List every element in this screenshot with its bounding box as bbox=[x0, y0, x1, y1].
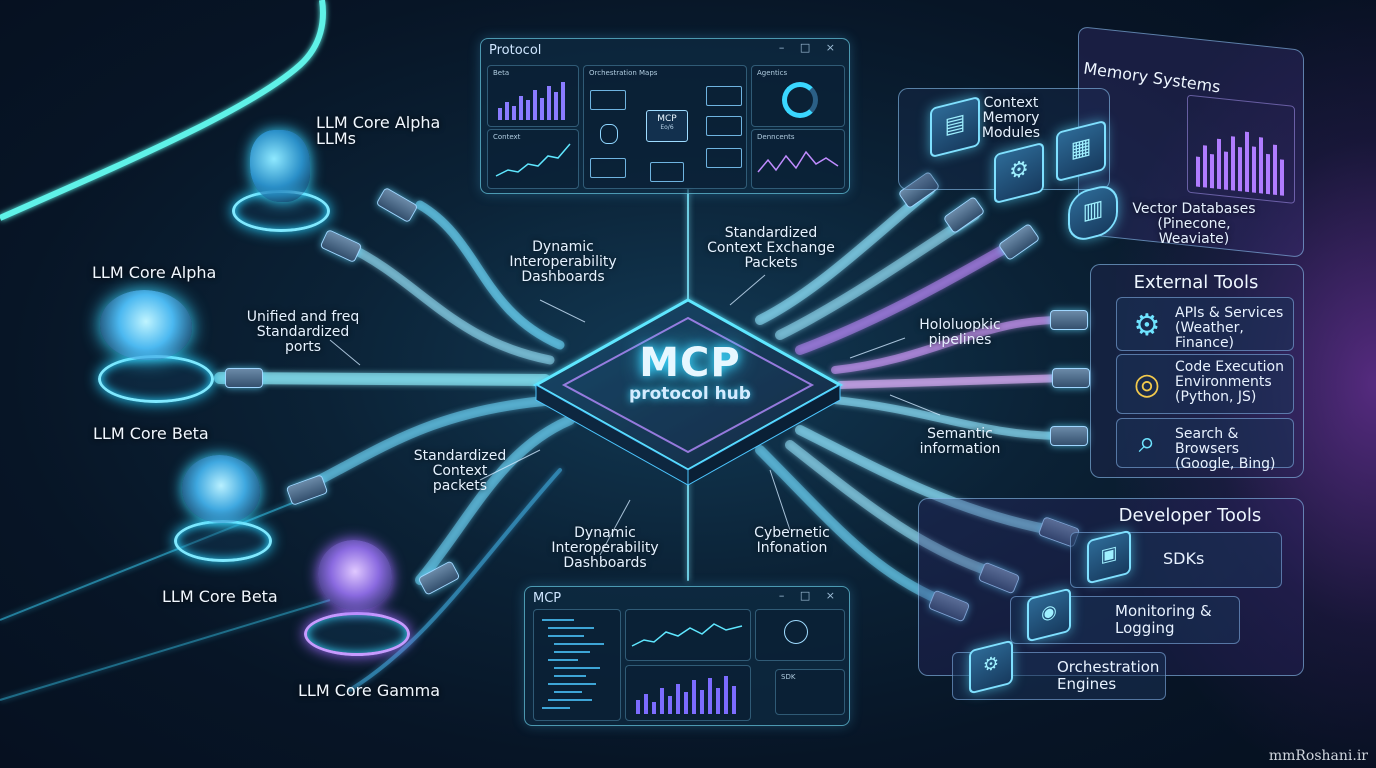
map-node bbox=[706, 116, 742, 136]
map-node bbox=[590, 90, 626, 110]
database-icon bbox=[600, 124, 618, 144]
llm-node-label: LLM Core Beta bbox=[93, 424, 209, 443]
brain-icon bbox=[182, 455, 260, 523]
label-holo-pipelines: Hololuopkic pipelines bbox=[919, 317, 1001, 348]
wave-sparkline bbox=[757, 150, 839, 173]
tool-search-browsers[interactable]: ⌕ Search & Browsers (Google, Bing) bbox=[1116, 418, 1294, 472]
window-controls[interactable]: – □ × bbox=[778, 589, 841, 602]
pedestal bbox=[304, 612, 410, 656]
tool-orchestration-engines[interactable]: ⚙ Orchestration Engines bbox=[952, 639, 1166, 700]
map-node bbox=[590, 158, 626, 178]
map-node bbox=[706, 148, 742, 168]
context-chart: Context bbox=[487, 129, 579, 189]
tool-label: Code Execution Environments (Python, JS) bbox=[1175, 359, 1284, 405]
label-dynamic-dashboards-bottom: Dynamic Interoperability Dashboards bbox=[551, 525, 659, 571]
tool-sdks[interactable]: ▣ SDKs bbox=[1070, 529, 1282, 588]
dashboards-panel: Denncents bbox=[751, 129, 845, 189]
panel-title: Protocol bbox=[489, 43, 542, 58]
brain-icon bbox=[318, 540, 392, 610]
connector-plug bbox=[1052, 368, 1090, 388]
label-context-memory: Context Memory Modules bbox=[981, 95, 1041, 141]
bar-sparkline bbox=[1196, 131, 1284, 196]
label-context-exchange: Standardized Context Exchange Packets bbox=[707, 225, 835, 271]
mcp-node-title: MCP bbox=[657, 114, 677, 124]
brain-icon bbox=[100, 290, 192, 360]
panel-title: MCP bbox=[533, 591, 562, 606]
gear-icon: ⚙ bbox=[969, 639, 1013, 695]
code-editor bbox=[533, 609, 621, 721]
beta-chart: Beta bbox=[487, 65, 579, 127]
subpanel-label: Agentics bbox=[757, 69, 788, 77]
label-dynamic-dashboards-top: Dynamic Interoperability Dashboards bbox=[509, 239, 617, 285]
bar-sparkline bbox=[498, 82, 565, 120]
tool-apis-services[interactable]: ⚙ APIs & Services (Weather, Finance) bbox=[1116, 297, 1294, 351]
orchestration-map: Orchestration Maps MCP Eo/6 bbox=[583, 65, 747, 189]
donut-chart bbox=[782, 82, 818, 118]
developer-tools-title: Developer Tools bbox=[1118, 505, 1262, 526]
python-icon: ◎ bbox=[1133, 367, 1161, 402]
code-lines bbox=[542, 619, 604, 709]
connector-plug bbox=[1050, 426, 1088, 446]
label-semantic-info: Semantic information bbox=[919, 426, 1001, 457]
window-controls[interactable]: – □ × bbox=[778, 41, 841, 54]
analytics-panel: Agentics bbox=[751, 65, 845, 127]
flow-panel bbox=[755, 609, 845, 661]
tool-label: Orchestration Engines bbox=[1057, 658, 1160, 693]
subpanel-label: Orchestration Maps bbox=[589, 69, 658, 77]
bar-sparkline bbox=[636, 676, 736, 714]
chip-icon bbox=[784, 620, 808, 644]
mcp-code-panel: MCP – □ × bbox=[524, 586, 850, 726]
tool-label: Monitoring & Logging bbox=[1115, 602, 1212, 637]
bar-chart-panel bbox=[625, 665, 751, 721]
pedestal bbox=[174, 520, 272, 562]
mcp-hub: MCP protocol hub bbox=[540, 300, 840, 468]
tool-monitoring-logging[interactable]: ◉ Monitoring & Logging bbox=[1010, 587, 1240, 644]
pedestal bbox=[98, 355, 214, 403]
memory-systems-panel bbox=[1078, 26, 1304, 258]
tool-label: APIs & Services (Weather, Finance) bbox=[1175, 305, 1284, 351]
subpanel-label: Denncents bbox=[757, 133, 795, 141]
subpanel-label: Context bbox=[493, 133, 521, 141]
protocol-panel: Protocol – □ × Beta Context Orchestratio… bbox=[480, 38, 850, 194]
tool-code-execution[interactable]: ◎ Code Execution Environments (Python, J… bbox=[1116, 354, 1294, 414]
gear-icon: ⚙ bbox=[1133, 308, 1161, 343]
tool-label: Search & Browsers (Google, Bing) bbox=[1175, 426, 1276, 472]
external-tools-title: External Tools bbox=[1133, 272, 1259, 293]
llm-node-label: LLM Core Gamma bbox=[298, 681, 441, 700]
llm-node-label: LLM Core Beta bbox=[162, 587, 278, 606]
line-sparkline bbox=[631, 623, 743, 647]
hub-title: MCP bbox=[639, 340, 741, 386]
head-icon bbox=[250, 130, 310, 202]
memory-chart bbox=[1187, 94, 1295, 204]
label-unified-ports: Unified and freq Standardized ports bbox=[246, 309, 360, 355]
map-node bbox=[650, 162, 684, 182]
sdk-panel: SDK bbox=[775, 669, 845, 715]
chip-icon: ▣ bbox=[1087, 529, 1131, 585]
label-context-packets: Standardized Context packets bbox=[413, 448, 507, 494]
hub-chip bbox=[532, 298, 844, 486]
mcp-node-subtitle: Eo/6 bbox=[660, 124, 674, 131]
mcp-node: MCP Eo/6 bbox=[646, 110, 688, 142]
subpanel-label: Beta bbox=[493, 69, 510, 77]
tool-label: SDKs bbox=[1163, 549, 1205, 568]
label-vector-databases: Vector Databases (Pinecone, Weaviate) bbox=[1132, 201, 1256, 247]
line-sparkline bbox=[495, 143, 571, 177]
monitor-icon: ◉ bbox=[1027, 587, 1071, 643]
line-chart-panel bbox=[625, 609, 751, 661]
hub-subtitle: protocol hub bbox=[629, 384, 751, 404]
connector-plug bbox=[225, 368, 263, 388]
label-cybernetic-info: Cybernetic Infonation bbox=[754, 525, 830, 556]
llm-node-label: LLM Core Alpha LLMs bbox=[316, 113, 441, 148]
search-icon: ⌕ bbox=[1138, 425, 1156, 460]
subpanel-label: SDK bbox=[781, 673, 796, 681]
llm-node-label: LLM Core Alpha bbox=[92, 263, 217, 282]
map-node bbox=[706, 86, 742, 106]
watermark: mmRoshani.ir bbox=[1268, 748, 1368, 764]
connector-plug bbox=[1050, 310, 1088, 330]
